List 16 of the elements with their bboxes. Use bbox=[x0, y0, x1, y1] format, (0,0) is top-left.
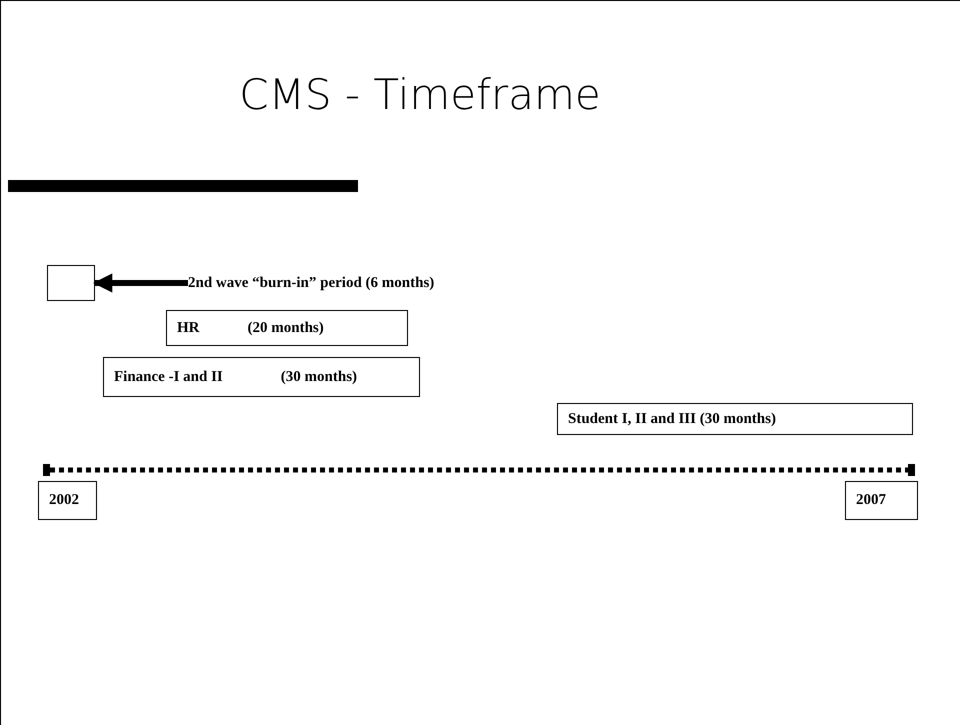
bar-label: (20 months) bbox=[248, 320, 324, 336]
arrow bbox=[93, 273, 188, 293]
bar-label: 2002 bbox=[49, 492, 79, 509]
project-bar bbox=[557, 403, 913, 435]
slide-title: CMS - Timeframe bbox=[238, 70, 602, 119]
bar-label: Student I, II and III (30 months) bbox=[568, 410, 776, 428]
bar-label: 2007 bbox=[856, 492, 886, 509]
bar-label: (30 months) bbox=[280, 368, 358, 386]
project-bar bbox=[166, 310, 408, 346]
bar-label: Finance -I and II bbox=[114, 368, 223, 386]
year-box bbox=[845, 481, 918, 520]
legend-swatch bbox=[47, 265, 95, 301]
year-box bbox=[38, 481, 97, 520]
bar-label: HR bbox=[177, 320, 200, 336]
project-bar bbox=[103, 357, 420, 397]
bar-label: 2nd wave “burn-in” period (6 months) bbox=[188, 274, 434, 292]
